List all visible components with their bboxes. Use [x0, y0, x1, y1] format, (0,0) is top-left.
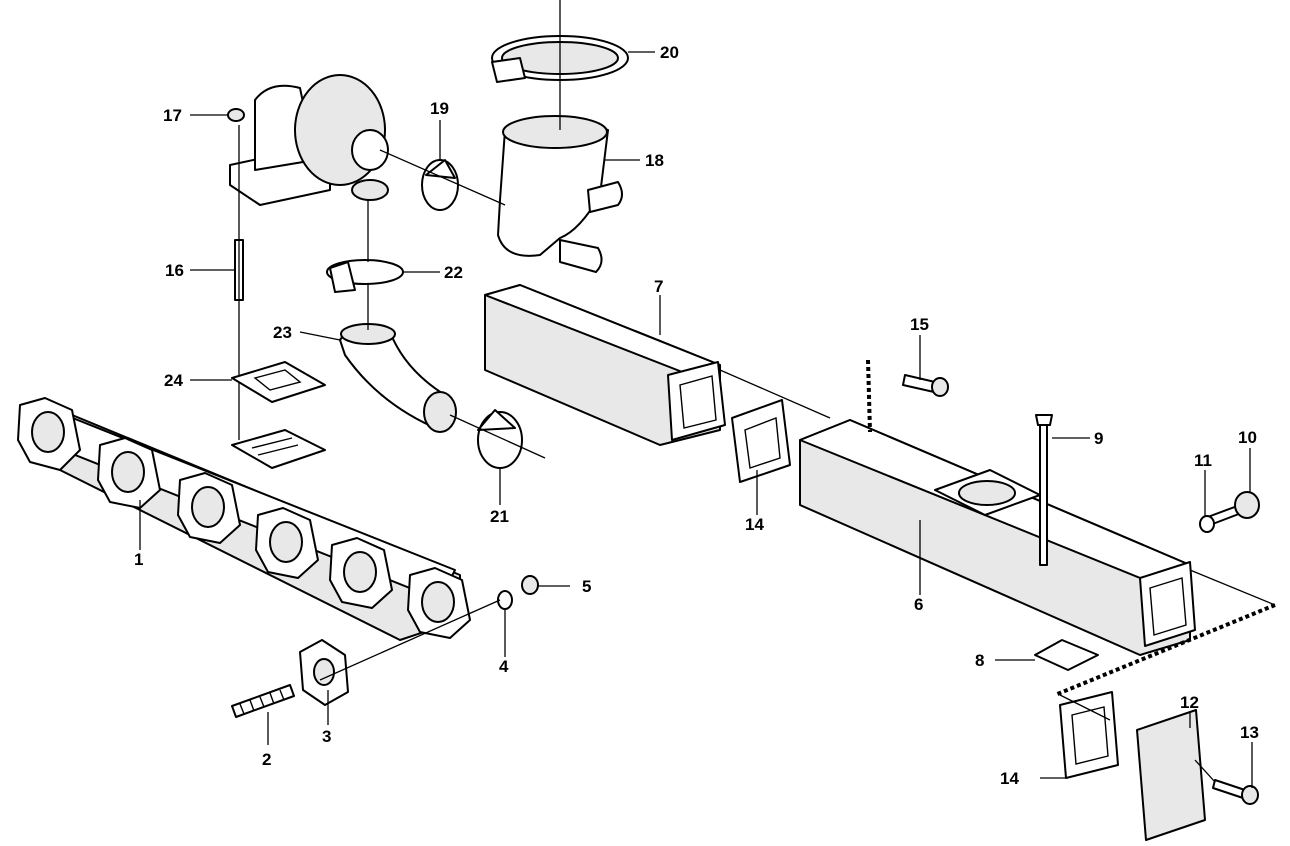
assembly-lines [319, 0, 1276, 783]
label-13: 13 [1240, 723, 1259, 742]
intake-manifold-front [484, 284, 726, 446]
leader-lines [139, 51, 1253, 788]
gasket-flange [299, 639, 349, 706]
label-4: 4 [499, 657, 509, 676]
hose-clamp-19 [421, 159, 459, 211]
cover-plate [1136, 709, 1206, 841]
nut [521, 575, 539, 595]
label-8: 8 [975, 651, 984, 670]
turbocharger [229, 74, 389, 206]
turbo-gasket [231, 361, 326, 403]
label-11: 11 [1194, 451, 1212, 470]
label-9: 9 [1094, 429, 1103, 448]
bent-hose [339, 323, 457, 433]
label-20: 20 [660, 43, 679, 62]
washer [497, 590, 513, 610]
label-24: 24 [164, 371, 183, 390]
label-10: 10 [1238, 428, 1257, 447]
small-gasket [1034, 639, 1099, 671]
label-14-upper: 14 [745, 515, 764, 534]
label-2: 2 [262, 750, 271, 769]
label-18: 18 [645, 151, 664, 170]
hose-clamp-21 [477, 409, 523, 469]
label-6: 6 [914, 595, 923, 614]
intake-manifold-rear [799, 419, 1196, 656]
stud [231, 684, 295, 718]
washer-11 [1199, 515, 1215, 533]
label-23: 23 [273, 323, 292, 342]
cover-gasket [1059, 691, 1119, 779]
hose-clamp-22 [326, 259, 404, 293]
label-16: 16 [165, 261, 184, 280]
label-12: 12 [1180, 693, 1199, 712]
manifold-gasket [731, 399, 791, 483]
part-labels: 1 2 3 4 5 6 7 8 9 10 11 12 13 14 14 15 1… [134, 43, 1259, 788]
bolt-13 [1212, 779, 1259, 805]
bolt-15 [902, 374, 949, 397]
bolt-9 [1035, 414, 1053, 566]
label-19: 19 [430, 99, 449, 118]
label-17: 17 [163, 106, 182, 125]
label-21: 21 [490, 507, 509, 526]
label-1: 1 [134, 550, 143, 569]
intake-elbow [497, 115, 623, 273]
label-3: 3 [322, 727, 331, 746]
label-5: 5 [582, 577, 591, 596]
label-7: 7 [654, 277, 663, 296]
label-22: 22 [444, 263, 463, 282]
turbo-stud [227, 108, 245, 440]
label-14-lower: 14 [1000, 769, 1019, 788]
exhaust-manifold [17, 397, 471, 641]
label-15: 15 [910, 315, 929, 334]
